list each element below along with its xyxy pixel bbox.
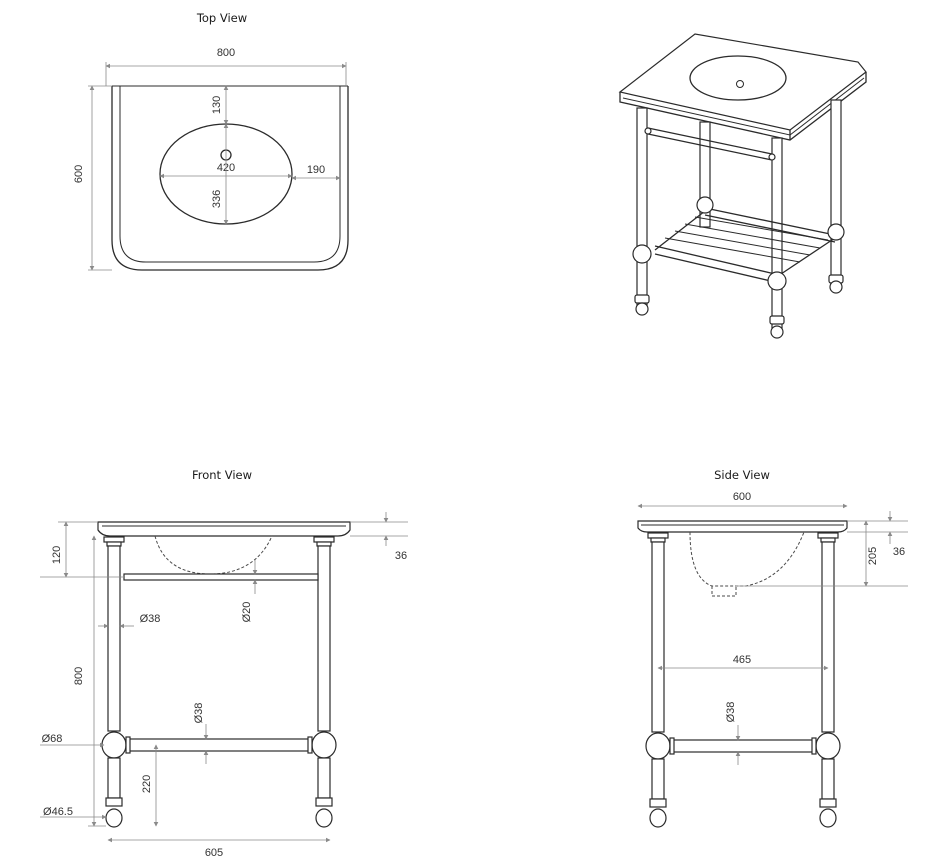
front-rail-dia-dim: Ø20 [241, 602, 253, 623]
front-leg-spacing-dim: 605 [205, 847, 223, 859]
side-inner-width-dim: 465 [733, 654, 751, 666]
top-width-dim: 800 [217, 47, 235, 59]
side-top-slab [637, 520, 848, 533]
front-view-title: Front View [192, 468, 252, 482]
side-view-title: Side View [714, 468, 770, 482]
top-depth-dim: 600 [73, 165, 85, 183]
front-right-leg [311, 536, 337, 828]
front-leg-dia-dim: Ø38 [140, 613, 161, 625]
front-top-rail-dim: 120 [51, 546, 63, 564]
side-right-leg [815, 532, 841, 828]
top-bowl-depth-dim: 336 [211, 190, 223, 208]
front-top-slab [97, 521, 351, 537]
isometric-view [618, 33, 867, 339]
front-view: Front View [40, 468, 408, 859]
front-shelf-height-dim: 220 [141, 775, 153, 793]
front-top-thickness-dim: 36 [395, 550, 407, 562]
side-left-leg [645, 532, 671, 828]
side-bar-dia-dim: Ø38 [725, 702, 737, 723]
front-knuckle-dia-dim: Ø68 [42, 733, 63, 745]
top-view: Top View 800 600 130 420 336 190 [73, 11, 349, 271]
top-view-title: Top View [196, 11, 247, 25]
side-bowl-hidden [689, 531, 805, 587]
front-bowl-hidden [154, 535, 273, 575]
iso-bowl [689, 55, 787, 101]
side-top-thickness-dim: 36 [893, 546, 905, 558]
side-bowl-depth-dim: 205 [867, 547, 879, 565]
front-foot-dia-dim: Ø46.5 [43, 806, 73, 818]
top-rim-bowl-dim: 130 [211, 96, 223, 114]
front-height-dim: 800 [73, 667, 85, 685]
iso-shelf [654, 207, 836, 283]
side-view: Side View [637, 468, 908, 828]
top-view-outline [111, 86, 349, 271]
front-shelf-bar-dia-dim: Ø38 [193, 703, 205, 724]
front-left-leg [101, 536, 127, 828]
top-bowl-edge-dim: 190 [307, 164, 325, 176]
side-width-dim: 600 [733, 491, 751, 503]
